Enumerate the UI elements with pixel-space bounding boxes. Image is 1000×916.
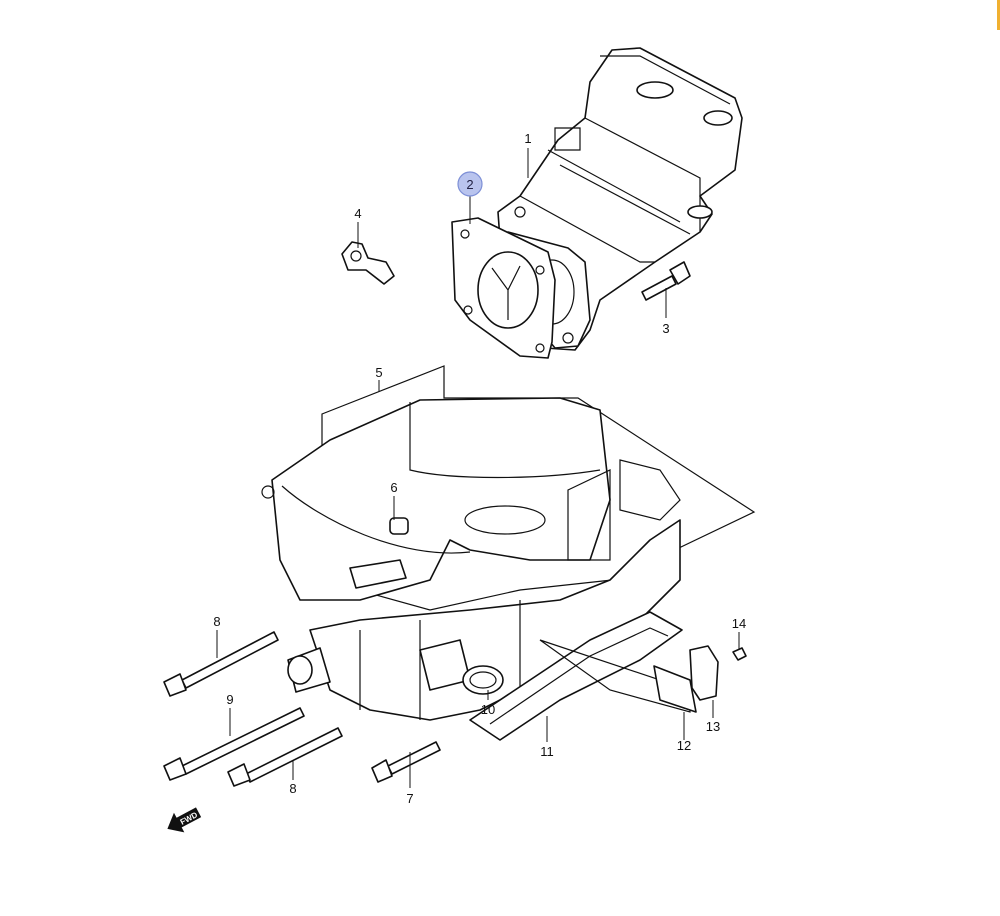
callout-13[interactable]: 13: [706, 719, 720, 734]
callout-2-highlight: [457, 171, 483, 197]
callout-1[interactable]: 1: [524, 131, 531, 146]
callout-labels: 1 2 3 4 5 6 7 8 8 9 10 11 12 13 14: [213, 131, 746, 806]
callout-11[interactable]: 11: [540, 744, 554, 759]
callout-7[interactable]: 7: [406, 791, 413, 806]
part-6-dowel[interactable]: [389, 517, 409, 535]
fwd-direction-arrow: FWD: [167, 807, 202, 833]
callout-3[interactable]: 3: [662, 321, 669, 336]
part-7-bolt[interactable]: [371, 741, 441, 783]
callout-5[interactable]: 5: [375, 365, 382, 380]
part-12-bracket[interactable]: [539, 639, 697, 713]
part-13-plate[interactable]: [689, 645, 719, 701]
callout-6[interactable]: 6: [390, 480, 397, 495]
callout-8-upper[interactable]: 8: [213, 614, 220, 629]
part-4-clamp[interactable]: [341, 241, 395, 285]
part-3-bolt[interactable]: [641, 261, 691, 301]
callout-14[interactable]: 14: [732, 616, 746, 631]
callout-10[interactable]: 10: [481, 702, 495, 717]
corner-accent-mark: [997, 0, 1000, 30]
part-11-gasket[interactable]: [469, 611, 683, 741]
callout-8-lower[interactable]: 8: [289, 781, 296, 796]
callout-4[interactable]: 4: [354, 206, 361, 221]
callout-9[interactable]: 9: [226, 692, 233, 707]
part-9-bolt[interactable]: [163, 707, 305, 781]
part-8-bolt-upper[interactable]: [163, 631, 279, 697]
part-2-gasket[interactable]: [451, 217, 556, 359]
part-10-o-ring[interactable]: [462, 665, 504, 695]
callout-12[interactable]: 12: [677, 738, 691, 753]
callout-2[interactable]: 2: [466, 177, 473, 192]
part-8-bolt-lower[interactable]: [227, 727, 343, 787]
leader-lines: [216, 148, 740, 788]
part-5-baffle[interactable]: [261, 365, 756, 611]
